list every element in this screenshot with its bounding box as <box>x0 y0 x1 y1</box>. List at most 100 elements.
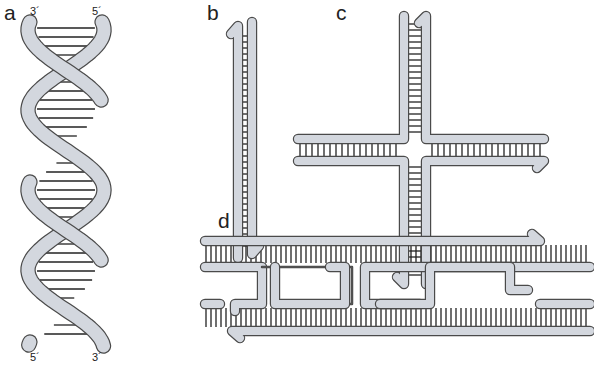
strand <box>262 267 352 304</box>
base-pair <box>39 198 92 199</box>
base-pair <box>515 245 516 263</box>
base-pair <box>275 308 276 327</box>
base-pair <box>290 308 291 327</box>
base-pair <box>570 245 571 263</box>
base-pair <box>360 245 361 263</box>
base-pair <box>205 308 206 327</box>
base-pair <box>45 126 87 127</box>
base-pair <box>465 308 466 327</box>
strand <box>205 300 590 308</box>
base-pair <box>550 308 551 327</box>
base-pair <box>39 180 92 181</box>
base-pair <box>520 245 521 263</box>
base-pair <box>345 308 346 327</box>
base-pair <box>580 308 581 327</box>
base-pair <box>560 245 561 263</box>
base-pair <box>465 245 466 263</box>
base-pair <box>205 245 206 263</box>
base-pair <box>320 308 321 327</box>
base-pair <box>470 308 471 327</box>
base-pair <box>460 308 461 327</box>
strand-outline <box>262 267 352 304</box>
base-pair <box>39 261 93 262</box>
strand-outline <box>298 16 404 139</box>
strand <box>28 22 104 346</box>
base-pair <box>565 245 566 263</box>
base-pair <box>225 245 226 263</box>
panel-letter: d <box>218 210 230 231</box>
base-pair <box>350 308 351 327</box>
base-pair <box>495 245 496 263</box>
base-pair <box>445 308 446 327</box>
base-pair <box>575 245 576 263</box>
base-pair <box>535 245 536 263</box>
base-pair <box>320 245 321 263</box>
base-pair <box>450 245 451 263</box>
base-pair <box>530 245 531 263</box>
base-pair <box>475 308 476 327</box>
base-pair <box>430 308 431 327</box>
base-pair <box>290 245 291 263</box>
strand-outline <box>419 16 544 139</box>
strand-outline <box>365 267 590 304</box>
base-pair <box>500 245 501 263</box>
base-pair <box>385 245 386 263</box>
base-pair <box>250 308 251 327</box>
base-pair <box>405 308 406 327</box>
base-pair <box>435 245 436 263</box>
strand <box>252 22 259 254</box>
strand <box>298 16 404 139</box>
base-pair <box>525 308 526 327</box>
base-pair <box>340 245 341 263</box>
base-pair <box>39 117 93 118</box>
base-pair <box>490 308 491 327</box>
base-pair <box>46 171 86 172</box>
base-pair <box>580 245 581 263</box>
base-pair <box>245 308 246 327</box>
base-pair <box>505 308 506 327</box>
base-pair <box>415 245 416 263</box>
panel-letter: a <box>4 2 16 23</box>
base-pair <box>380 245 381 263</box>
base-pair <box>425 308 426 327</box>
base-pair <box>295 308 296 327</box>
base-pair <box>265 308 266 327</box>
base-pairs <box>37 24 586 334</box>
base-pair <box>450 308 451 327</box>
strand-end-label: 3´ <box>30 6 40 17</box>
strand <box>419 16 544 139</box>
dna-strands <box>28 16 590 346</box>
base-pair <box>510 308 511 327</box>
strand-outline <box>275 267 345 304</box>
base-pair <box>230 245 231 263</box>
base-pair <box>315 245 316 263</box>
strand <box>205 234 540 241</box>
base-pair <box>515 308 516 327</box>
base-pair <box>570 308 571 327</box>
base-pair <box>480 308 481 327</box>
base-pair <box>525 245 526 263</box>
base-pair <box>375 308 376 327</box>
base-pair <box>485 245 486 263</box>
strand <box>275 267 345 304</box>
base-pair <box>385 308 386 327</box>
base-pair <box>47 288 85 289</box>
base-pair <box>355 245 356 263</box>
base-pair <box>375 245 376 263</box>
base-pair <box>305 245 306 263</box>
base-pair <box>44 45 87 46</box>
base-pair <box>37 189 95 190</box>
base-pair <box>555 245 556 263</box>
strand-outline <box>28 22 101 100</box>
strand <box>365 267 590 304</box>
base-pair <box>420 308 421 327</box>
panel-letter: b <box>207 2 219 23</box>
strand-outline <box>231 26 238 258</box>
base-pair <box>575 308 576 327</box>
base-pair <box>260 308 261 327</box>
base-pair <box>270 308 271 327</box>
base-pair <box>480 245 481 263</box>
base-pair <box>295 245 296 263</box>
strand-outline <box>28 22 104 346</box>
